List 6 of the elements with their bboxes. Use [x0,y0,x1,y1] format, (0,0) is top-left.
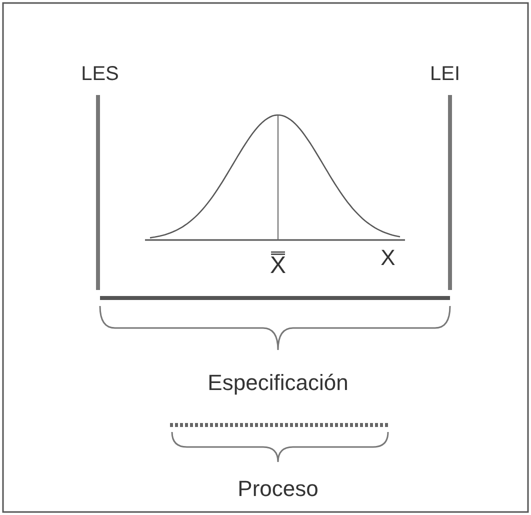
limit-label: LEI [430,64,460,84]
axis-label: X [380,247,396,269]
process-label: Proceso [238,478,318,500]
specification-label: Especificación [208,372,348,394]
mean-symbol: X̿ [270,254,286,278]
limit-label: LES [81,64,119,84]
